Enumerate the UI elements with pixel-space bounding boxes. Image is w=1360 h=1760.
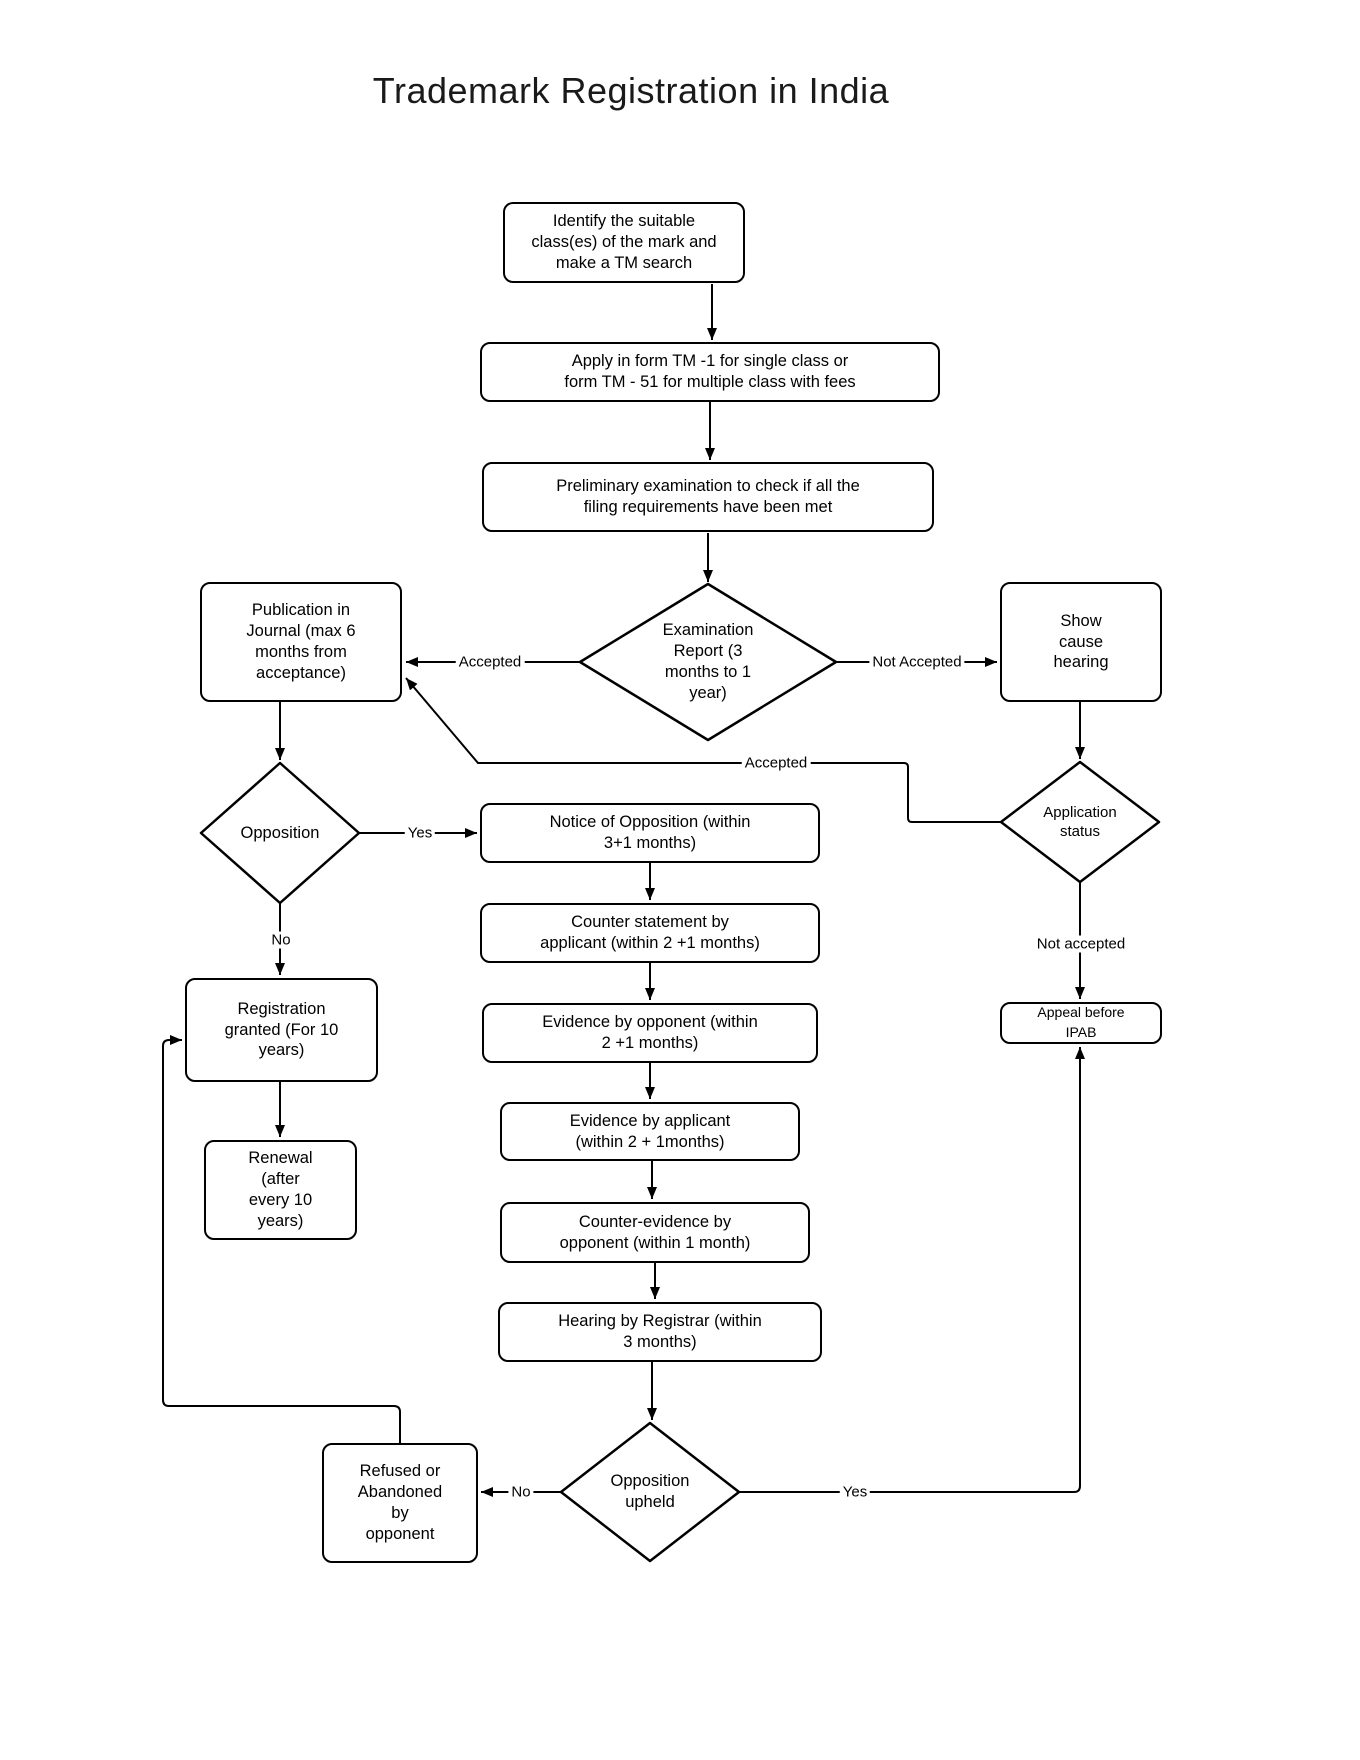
node-refused-abandoned: Refused or Abandoned by opponent	[322, 1443, 478, 1563]
node-notice-of-opposition: Notice of Opposition (within 3+1 months)	[480, 803, 820, 863]
edge-label-yes-opposition: Yes	[404, 824, 436, 842]
edge-label-not-accepted-exam: Not Accepted	[869, 653, 965, 671]
node-evidence-by-applicant: Evidence by applicant (within 2 + 1month…	[500, 1102, 800, 1161]
node-hearing-by-registrar: Hearing by Registrar (within 3 months)	[498, 1302, 822, 1362]
decision-application-status-label: Application status	[1043, 803, 1117, 840]
decision-examination-report-label: Examination Report (3 months to 1 year)	[662, 621, 754, 702]
edge-label-no-upheld: No	[508, 1483, 534, 1501]
node-preliminary-examination: Preliminary examination to check if all …	[482, 462, 934, 532]
decision-opposition-label: Opposition	[240, 823, 320, 842]
node-renewal: Renewal (after every 10 years)	[204, 1140, 357, 1240]
node-identify-class: Identify the suitable class(es) of the m…	[503, 202, 745, 283]
edge-label-accepted-exam: Accepted	[455, 653, 525, 671]
edge-label-yes-upheld: Yes	[839, 1483, 871, 1501]
edge-label-accepted-status: Accepted	[741, 754, 811, 772]
node-evidence-by-opponent: Evidence by opponent (within 2 +1 months…	[482, 1003, 818, 1063]
node-appeal-before-ipab: Appeal before IPAB	[1000, 1002, 1162, 1044]
node-registration-granted: Registration granted (For 10 years)	[185, 978, 378, 1082]
decision-opposition-upheld-label: Opposition upheld	[610, 1472, 690, 1511]
edge-label-not-accepted-status: Not accepted	[1033, 935, 1129, 953]
node-show-cause-hearing: Show cause hearing	[1000, 582, 1162, 702]
node-counter-evidence: Counter-evidence by opponent (within 1 m…	[500, 1202, 810, 1263]
decision-examination-report-shape	[578, 582, 838, 742]
node-counter-statement: Counter statement by applicant (within 2…	[480, 903, 820, 963]
connector-refused-to-registration	[162, 1035, 401, 1443]
connector-appstatus-to-publication	[405, 677, 1001, 823]
node-publication-journal: Publication in Journal (max 6 months fro…	[200, 582, 402, 702]
decision-application-status-shape	[999, 760, 1161, 884]
page-title: Trademark Registration in India	[372, 70, 890, 111]
node-apply-form: Apply in form TM -1 for single class or …	[480, 342, 940, 402]
decision-opposition-upheld-shape	[559, 1421, 741, 1563]
edge-label-no-opposition: No	[268, 931, 294, 949]
connector-upheld-to-ipab	[739, 1047, 1085, 1493]
decision-opposition-shape	[199, 761, 361, 905]
